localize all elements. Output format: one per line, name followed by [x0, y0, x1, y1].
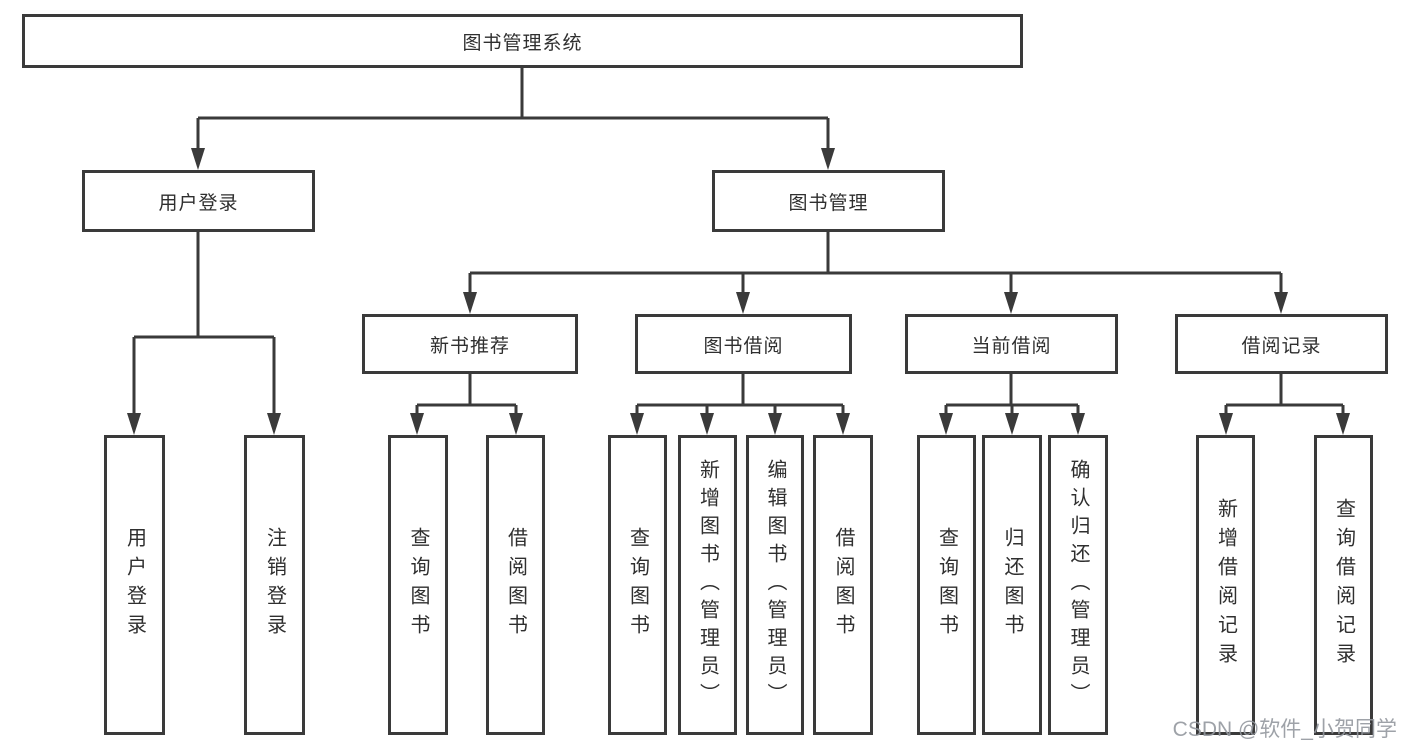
- node-book-management: 图书管理: [712, 170, 945, 232]
- leaf-query-book-3-label: 查询图书: [935, 527, 958, 643]
- node-book-management-label: 图书管理: [788, 192, 869, 214]
- node-root-label: 图书管理系统: [462, 32, 583, 54]
- csdn-watermark: CSDN @软件_小贺同学: [1172, 718, 1397, 741]
- leaf-user-login: 用户登录: [104, 435, 165, 735]
- leaf-edit-book-admin-label: 编辑图书（管理员）: [764, 459, 786, 711]
- leaf-add-borrow-record: 新增借阅记录: [1196, 435, 1255, 735]
- node-new-book-recommend-label: 新书推荐: [429, 335, 510, 357]
- node-book-borrow: 图书借阅: [635, 314, 852, 374]
- node-user-login: 用户登录: [82, 170, 315, 232]
- node-user-login-label: 用户登录: [158, 192, 239, 214]
- node-book-borrow-label: 图书借阅: [703, 335, 784, 357]
- leaf-logout: 注销登录: [244, 435, 305, 735]
- node-current-borrow-label: 当前借阅: [971, 335, 1052, 357]
- node-borrow-records: 借阅记录: [1175, 314, 1388, 374]
- node-root: 图书管理系统: [22, 14, 1023, 68]
- leaf-confirm-return-admin-label: 确认归还（管理员）: [1067, 459, 1089, 711]
- leaf-borrow-book-1-label: 借阅图书: [504, 527, 527, 643]
- leaf-query-book-1-label: 查询图书: [407, 527, 429, 643]
- leaf-borrow-book-2-label: 借阅图书: [832, 527, 854, 643]
- leaf-logout-label: 注销登录: [263, 527, 286, 643]
- node-current-borrow: 当前借阅: [905, 314, 1118, 374]
- leaf-confirm-return-admin: 确认归还（管理员）: [1048, 435, 1108, 735]
- arrowhead-icons: [127, 148, 1350, 435]
- leaf-edit-book-admin: 编辑图书（管理员）: [746, 435, 804, 735]
- leaf-query-borrow-record-label: 查询借阅记录: [1332, 498, 1355, 672]
- leaf-borrow-book-1: 借阅图书: [486, 435, 545, 735]
- node-new-book-recommend: 新书推荐: [362, 314, 578, 374]
- node-borrow-records-label: 借阅记录: [1241, 335, 1322, 357]
- leaf-add-book-admin-label: 新增图书（管理员）: [696, 459, 719, 711]
- leaf-return-book-label: 归还图书: [1001, 527, 1023, 643]
- leaf-query-book-2-label: 查询图书: [626, 527, 649, 643]
- leaf-query-book-3: 查询图书: [917, 435, 976, 735]
- leaf-borrow-book-2: 借阅图书: [813, 435, 873, 735]
- leaf-add-borrow-record-label: 新增借阅记录: [1214, 498, 1237, 672]
- leaf-query-borrow-record: 查询借阅记录: [1314, 435, 1373, 735]
- leaf-user-login-label: 用户登录: [123, 527, 146, 643]
- leaf-query-book-2: 查询图书: [608, 435, 667, 735]
- leaf-query-book-1: 查询图书: [388, 435, 448, 735]
- leaf-add-book-admin: 新增图书（管理员）: [678, 435, 737, 735]
- leaf-return-book: 归还图书: [982, 435, 1042, 735]
